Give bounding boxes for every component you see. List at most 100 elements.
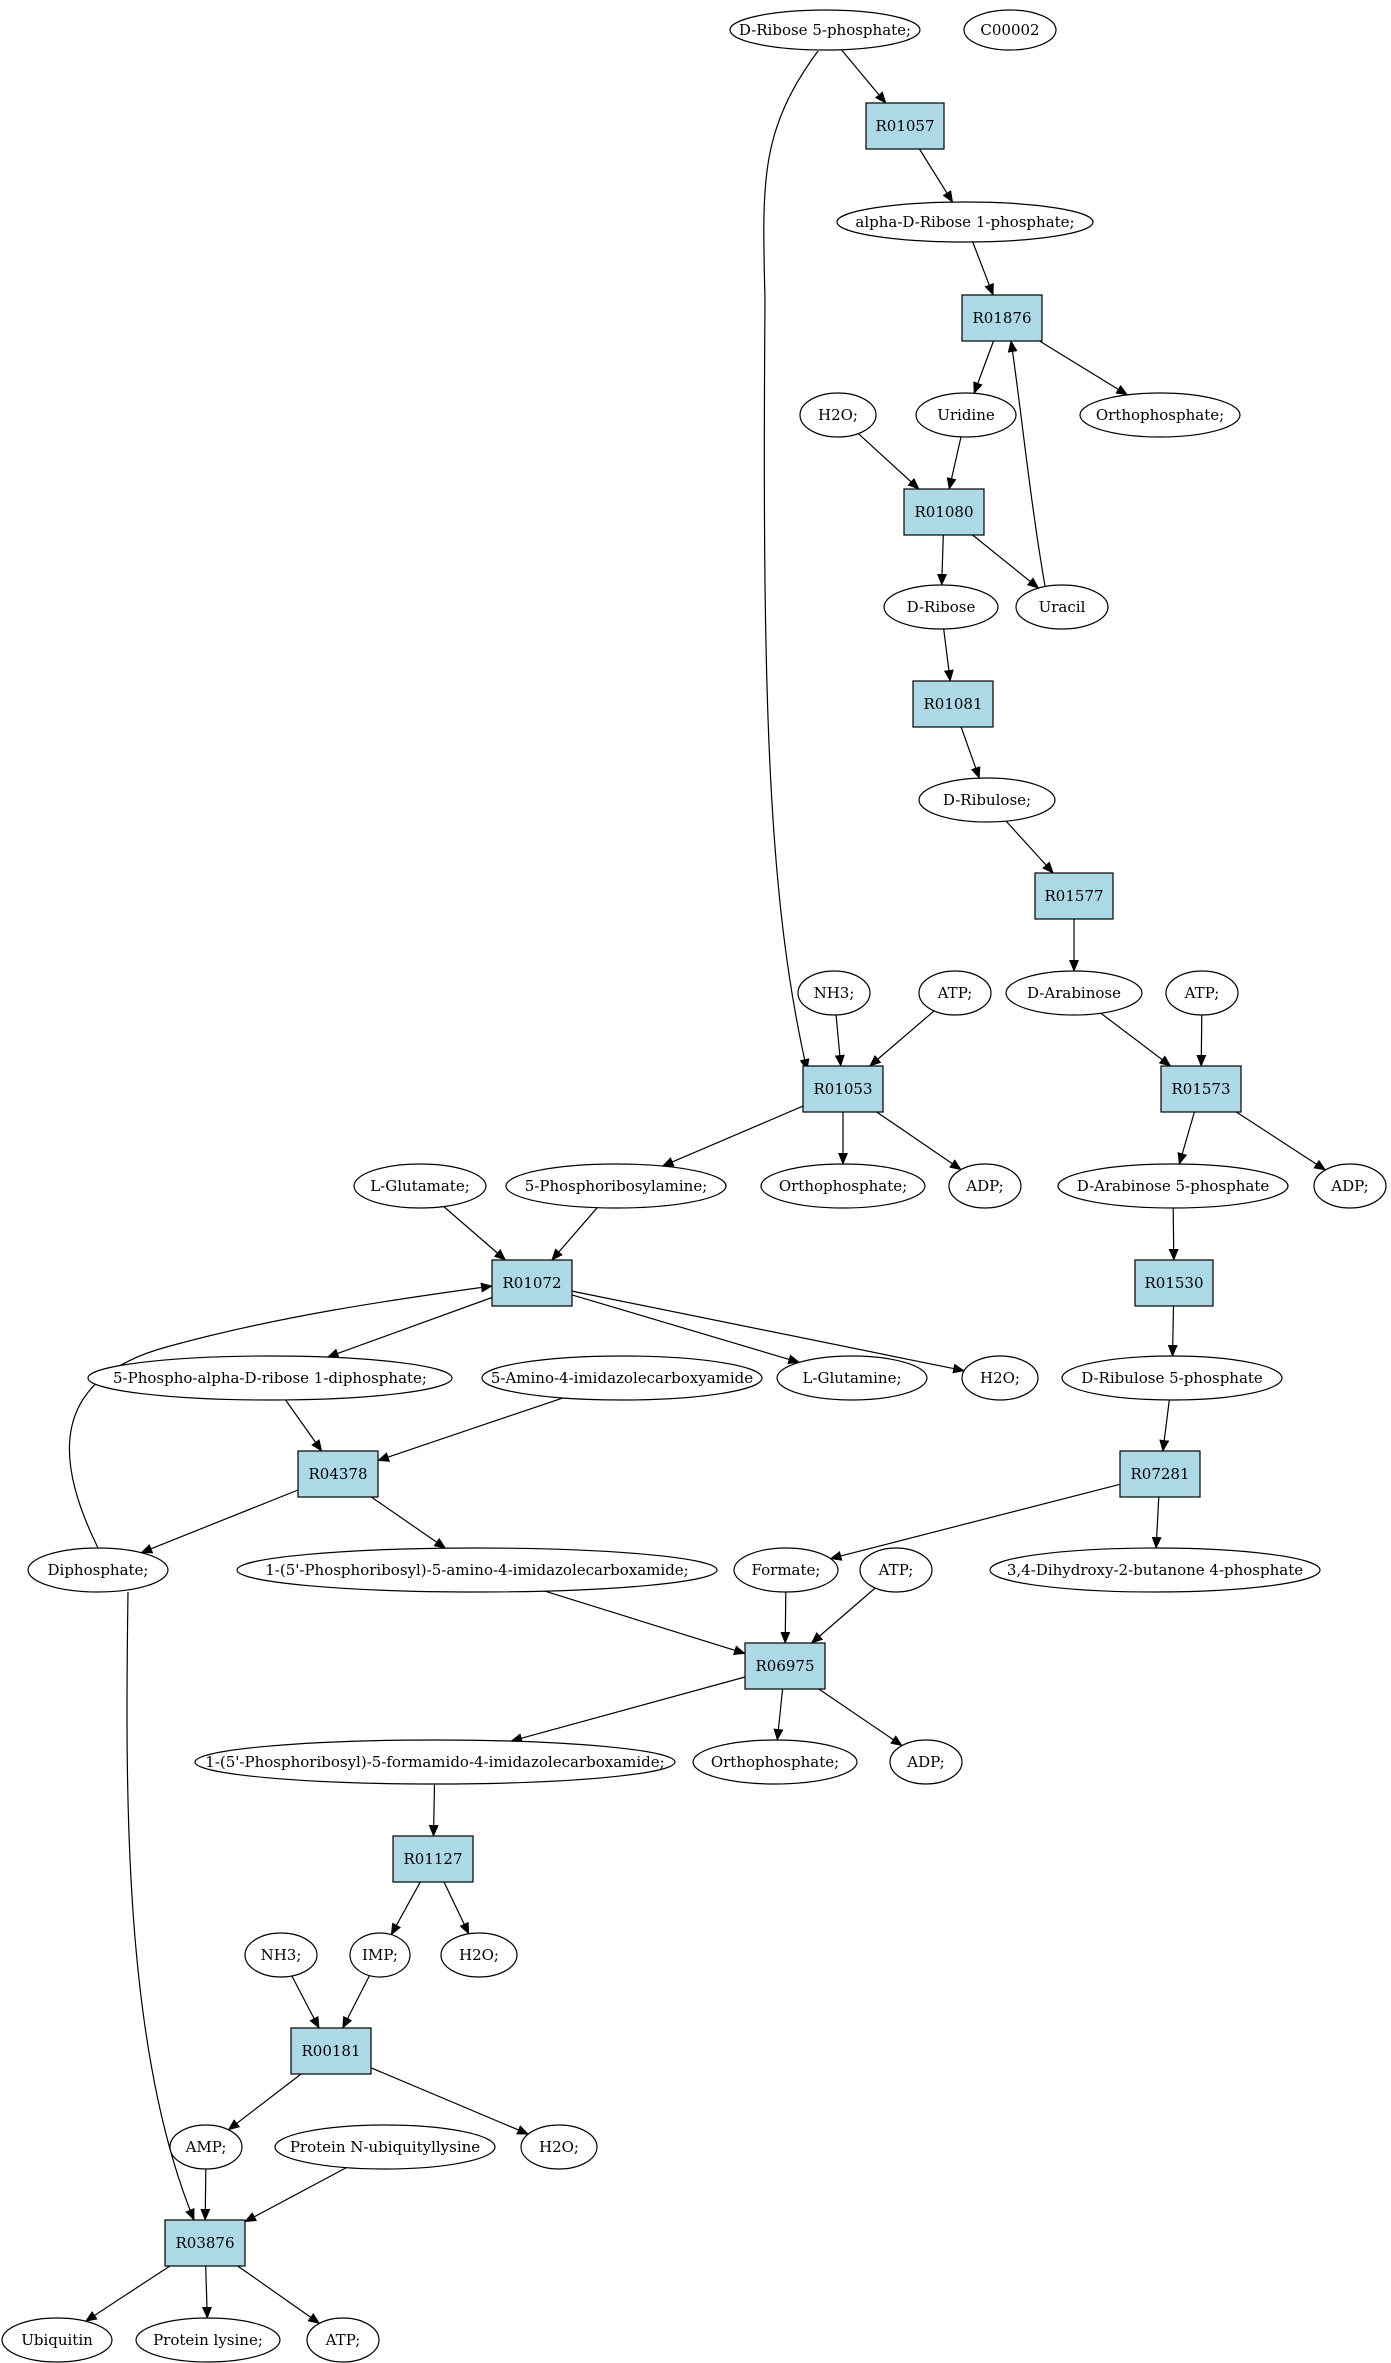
- compound-node-ubiq[interactable]: Ubiquitin: [1, 2317, 113, 2363]
- compound-node-h2o_c[interactable]: H2O;: [440, 1932, 518, 1978]
- compound-node-c00002[interactable]: C00002: [963, 9, 1057, 51]
- formate-label: Formate;: [752, 1561, 821, 1579]
- compound-node-atp_b[interactable]: ATP;: [1165, 970, 1239, 1016]
- h2o_b-label: H2O;: [980, 1369, 1020, 1387]
- h2o_c-label: H2O;: [459, 1946, 499, 1964]
- h2o_d-shape: [520, 2124, 598, 2170]
- compound-node-atp_c[interactable]: ATP;: [859, 1547, 933, 1593]
- h2o_b-shape: [961, 1355, 1039, 1401]
- r01072-label: R01072: [502, 1274, 561, 1292]
- edge-r01072-to-prpp: [326, 1296, 493, 1359]
- uracil-label: Uracil: [1039, 598, 1086, 616]
- compound-node-darab5p[interactable]: D-Arabinose 5-phosphate: [1057, 1163, 1289, 1209]
- compound-node-faicar[interactable]: 1-(5'-Phosphoribosyl)-5-formamido-4-imid…: [194, 1739, 676, 1785]
- imp-shape: [349, 1932, 411, 1978]
- darab5p-shape: [1057, 1163, 1289, 1209]
- atp_d-shape: [306, 2317, 380, 2363]
- reaction-node-r06975[interactable]: R06975: [744, 1642, 826, 1690]
- compound-node-prpa[interactable]: 5-Phosphoribosylamine;: [505, 1163, 727, 1209]
- h2o_d-label: H2O;: [539, 2138, 579, 2156]
- compound-node-ortho_b[interactable]: Orthophosphate;: [760, 1163, 926, 1209]
- compound-node-dribulose[interactable]: D-Ribulose;: [918, 777, 1056, 823]
- edge-h2o_a-to-r01080: [857, 433, 920, 490]
- nh3_a-shape: [797, 970, 871, 1016]
- compound-node-h2o_d[interactable]: H2O;: [520, 2124, 598, 2170]
- reaction-node-r01053[interactable]: R01053: [802, 1065, 884, 1113]
- edge-atp_c-to-r06975: [810, 1587, 876, 1644]
- compound-node-ortho_a[interactable]: Orthophosphate;: [1079, 392, 1241, 438]
- aicar-label: 1-(5'-Phosphoribosyl)-5-amino-4-imidazol…: [265, 1561, 689, 1579]
- compound-node-imp[interactable]: IMP;: [349, 1932, 411, 1978]
- darab-shape: [1005, 970, 1143, 1016]
- r01080-shape: [903, 488, 985, 536]
- compound-node-uridine[interactable]: Uridine: [915, 392, 1017, 438]
- compound-node-pnub[interactable]: Protein N-ubiquityllysine: [274, 2124, 496, 2170]
- compound-node-ortho_c[interactable]: Orthophosphate;: [692, 1739, 858, 1785]
- compound-node-plys[interactable]: Protein lysine;: [135, 2317, 281, 2363]
- r01072-shape: [491, 1259, 573, 1307]
- compound-node-atp_a[interactable]: ATP;: [918, 970, 992, 1016]
- prpp-shape: [87, 1355, 453, 1401]
- compound-node-darab[interactable]: D-Arabinose: [1005, 970, 1143, 1016]
- compound-node-dribose[interactable]: D-Ribose: [883, 584, 999, 630]
- compound-node-uracil[interactable]: Uracil: [1015, 584, 1109, 630]
- reaction-node-r01081[interactable]: R01081: [912, 680, 994, 728]
- aica-shape: [481, 1355, 763, 1401]
- r01577-label: R01577: [1044, 887, 1103, 905]
- compound-node-diphos[interactable]: Diphosphate;: [27, 1547, 169, 1593]
- edge-r07281-to-formate: [829, 1483, 1121, 1561]
- compound-node-nh3_a[interactable]: NH3;: [797, 970, 871, 1016]
- reaction-node-r00181[interactable]: R00181: [290, 2027, 372, 2075]
- compound-node-h2o_a[interactable]: H2O;: [799, 392, 877, 438]
- adp_a-label: ADP;: [965, 1177, 1003, 1195]
- edge-r01876-to-ortho_a: [1039, 340, 1129, 396]
- reaction-node-r01573[interactable]: R01573: [1160, 1065, 1242, 1113]
- compound-node-aicar[interactable]: 1-(5'-Phosphoribosyl)-5-amino-4-imidazol…: [236, 1547, 718, 1593]
- uridine-shape: [915, 392, 1017, 438]
- compound-node-nh3_b[interactable]: NH3;: [244, 1932, 318, 1978]
- prpa-shape: [505, 1163, 727, 1209]
- edge-r04378-to-aicar: [370, 1496, 447, 1549]
- compound-node-adp_b[interactable]: ADP;: [1313, 1163, 1387, 1209]
- nh3_a-label: NH3;: [814, 984, 855, 1002]
- rib5p-shape: [729, 9, 921, 51]
- edge-r01530-to-dribu5p: [1167, 1305, 1178, 1357]
- darab5p-label: D-Arabinose 5-phosphate: [1077, 1177, 1270, 1195]
- reaction-node-r04378[interactable]: R04378: [297, 1450, 379, 1498]
- edge-r07281-to-dhbp: [1151, 1496, 1162, 1549]
- reaction-node-r01057[interactable]: R01057: [865, 102, 945, 150]
- reaction-node-r07281[interactable]: R07281: [1119, 1450, 1201, 1498]
- reaction-node-r01876[interactable]: R01876: [961, 294, 1043, 342]
- compound-node-lgln[interactable]: L-Glutamine;: [776, 1355, 928, 1401]
- reaction-node-r01072[interactable]: R01072: [491, 1259, 573, 1307]
- compound-node-adp_c[interactable]: ADP;: [889, 1739, 963, 1785]
- reaction-node-r01530[interactable]: R01530: [1134, 1259, 1214, 1307]
- compound-node-lglu[interactable]: L-Glutamate;: [353, 1163, 487, 1209]
- aica-label: 5-Amino-4-imidazolecarboxyamide: [491, 1369, 753, 1387]
- compound-node-aica[interactable]: 5-Amino-4-imidazolecarboxyamide: [481, 1355, 763, 1401]
- compound-node-arib1p[interactable]: alpha-D-Ribose 1-phosphate;: [836, 201, 1094, 243]
- r04378-label: R04378: [308, 1465, 367, 1483]
- adp_a-shape: [948, 1163, 1022, 1209]
- r01876-label: R01876: [972, 309, 1031, 327]
- edge-aica-to-r04378: [377, 1397, 564, 1462]
- compound-node-adp_a[interactable]: ADP;: [948, 1163, 1022, 1209]
- r01127-shape: [392, 1835, 474, 1883]
- reaction-node-r01080[interactable]: R01080: [903, 488, 985, 536]
- compound-node-dribu5p[interactable]: D-Ribulose 5-phosphate: [1061, 1355, 1283, 1401]
- reaction-node-r01577[interactable]: R01577: [1034, 872, 1114, 920]
- ortho_a-shape: [1079, 392, 1241, 438]
- compound-node-prpp[interactable]: 5-Phospho-alpha-D-ribose 1-diphosphate;: [87, 1355, 453, 1401]
- edge-darab5p-to-r01530: [1168, 1207, 1179, 1261]
- compound-node-atp_d[interactable]: ATP;: [306, 2317, 380, 2363]
- reaction-node-r03876[interactable]: R03876: [164, 2219, 246, 2267]
- compound-node-rib5p[interactable]: D-Ribose 5-phosphate;: [729, 9, 921, 51]
- ubiq-shape: [1, 2317, 113, 2363]
- compound-node-h2o_b[interactable]: H2O;: [961, 1355, 1039, 1401]
- reaction-node-r01127[interactable]: R01127: [392, 1835, 474, 1883]
- compound-node-amp[interactable]: AMP;: [169, 2124, 243, 2170]
- compound-node-dhbp[interactable]: 3,4-Dihydroxy-2-butanone 4-phosphate: [989, 1547, 1321, 1593]
- nh3_b-shape: [244, 1932, 318, 1978]
- compound-node-formate[interactable]: Formate;: [733, 1547, 839, 1593]
